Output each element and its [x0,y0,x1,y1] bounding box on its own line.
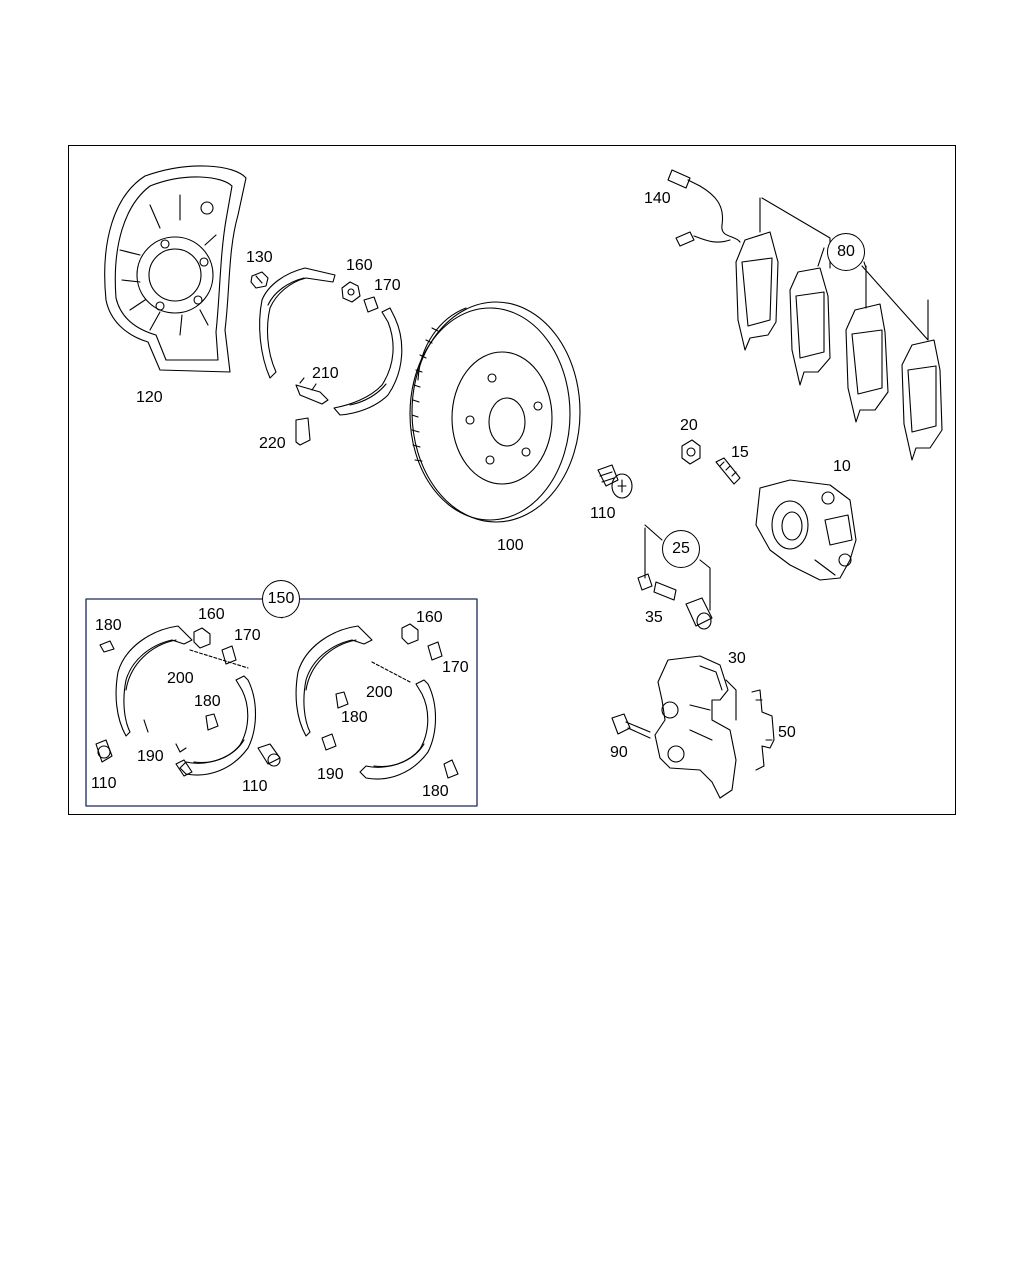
brake-pads-80 [735,197,943,461]
kit-label-160: 160 [198,606,225,623]
carrier-30 [654,655,737,799]
kit-label-180: 180 [194,693,221,710]
kit-label-180: 180 [341,709,368,726]
kit-label-180: 180 [95,617,122,634]
spring-clip-50 [751,689,775,771]
kit-left-shoes [95,625,281,777]
label-50: 50 [778,724,796,741]
kit-label-200: 200 [366,684,393,701]
caliper-10 [755,479,857,581]
label-140: 140 [644,190,671,207]
label-220: 220 [259,435,286,452]
kit-label-110: 110 [91,775,117,792]
label-35: 35 [645,609,663,626]
label-120: 120 [136,389,163,406]
bolt-110-top [597,464,633,499]
label-160: 160 [346,257,373,274]
bolt-90 [611,713,651,739]
parking-brake-shoes-top [259,267,403,446]
callout-80: 80 [827,233,865,271]
guide-pin-kit-25 [637,524,713,630]
kit-label-110: 110 [242,778,268,795]
callout-150: 150 [262,580,300,618]
label-170: 170 [374,277,401,294]
label-130: 130 [246,249,273,266]
kit-label-190: 190 [137,748,164,765]
dust-shield-120 [104,165,247,373]
label-15: 15 [731,444,749,461]
label-210: 210 [312,365,339,382]
callout-25: 25 [662,530,700,568]
label-20: 20 [680,417,698,434]
kit-label-190: 190 [317,766,344,783]
label-100: 100 [497,537,524,554]
kit-label-200: 200 [167,670,194,687]
kit-label-170: 170 [442,659,469,676]
label-30: 30 [728,650,746,667]
kit-label-160: 160 [416,609,443,626]
nut-130 [250,271,269,289]
kit-label-180: 180 [422,783,449,800]
label-90: 90 [610,744,628,761]
brake-disc-100 [409,301,581,523]
diagram-frame [68,145,956,815]
bleeder-parts [681,439,741,485]
label-110: 110 [590,505,616,522]
kit-label-170: 170 [234,627,261,644]
label-10: 10 [833,458,851,475]
wear-sensor-140 [667,169,741,247]
kit-right-shoes [295,623,459,780]
